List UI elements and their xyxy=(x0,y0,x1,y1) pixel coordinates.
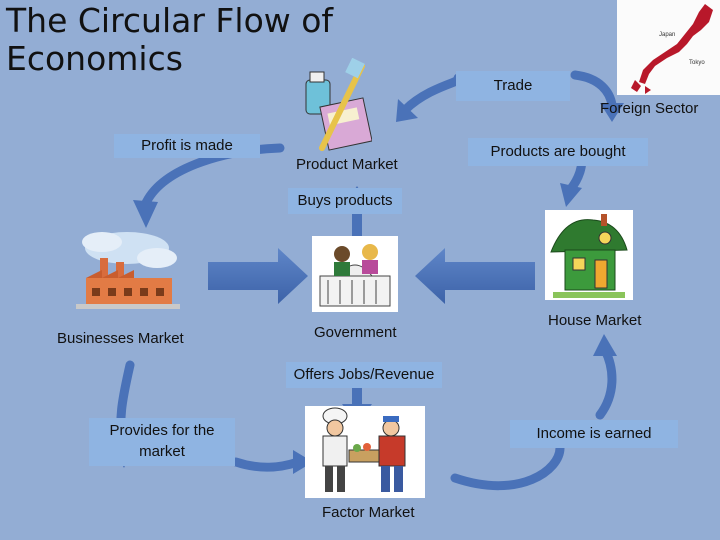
factor-market-image xyxy=(305,406,425,498)
house-market-label: House Market xyxy=(548,312,642,329)
arc-arrow-right-up xyxy=(595,345,617,420)
government-label: Government xyxy=(314,324,397,341)
arrowhead-foreign xyxy=(600,103,624,122)
foreign-sector-label: Foreign Sector xyxy=(600,100,699,117)
block-arrow-down xyxy=(342,386,372,424)
provides-for-market-label: Provides for the market xyxy=(89,418,235,466)
arrowhead-right-up xyxy=(593,334,617,356)
products-are-bought-label: Products are bought xyxy=(468,138,648,166)
house-image xyxy=(545,210,633,300)
arc-arrow-bottom-right xyxy=(450,443,565,491)
block-arrow-left xyxy=(415,248,535,304)
factor-market-label: Factor Market xyxy=(322,504,415,521)
income-is-earned-label: Income is earned xyxy=(510,420,678,448)
block-arrow-right xyxy=(208,248,308,304)
factory-image xyxy=(72,228,182,310)
slide-title: The Circular Flow of Economics xyxy=(6,1,334,78)
buys-products-label: Buys products xyxy=(288,188,402,214)
profit-is-made-label: Profit is made xyxy=(114,134,260,158)
arrowhead-top-left xyxy=(133,200,158,228)
arc-arrow-bottom-left xyxy=(231,457,303,472)
offers-jobs-revenue-label: Offers Jobs/Revenue xyxy=(286,362,442,388)
government-image xyxy=(312,236,398,312)
arrowhead-top-right xyxy=(560,183,582,207)
map-label-tokyo: Tokyo xyxy=(689,60,705,66)
product-market-image xyxy=(300,57,373,156)
product-market-label: Product Market xyxy=(296,156,398,173)
arrowhead-bottom-left xyxy=(293,450,313,474)
map-label-japan: Japan xyxy=(659,32,675,38)
businesses-market-label: Businesses Market xyxy=(57,330,184,347)
arc-arrow-trade xyxy=(400,73,465,115)
japan-map-image: Japan Tokyo xyxy=(617,0,720,95)
arc-arrow-foreign xyxy=(570,70,617,110)
trade-label: Trade xyxy=(456,71,570,101)
arrowhead-trade xyxy=(396,99,418,122)
